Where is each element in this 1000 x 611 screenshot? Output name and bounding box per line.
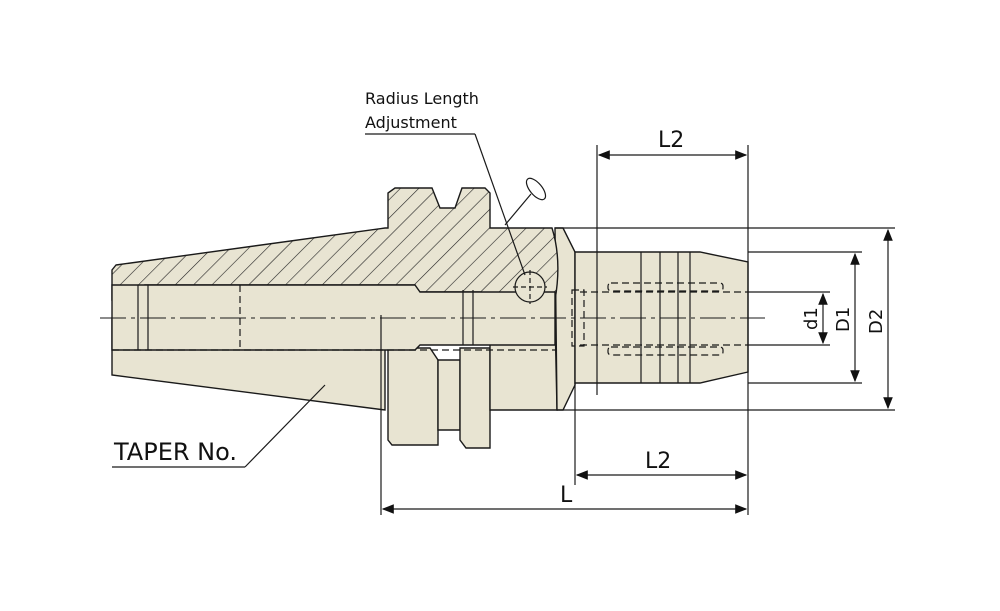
surface-finish-symbol [525,177,547,201]
l2-top-label: L2 [658,128,684,153]
l-label: L [560,483,573,508]
l2-bottom-label: L2 [645,449,671,474]
hatched-section [111,187,559,301]
radius-label-line2: Adjustment [365,113,457,132]
flange-lower-3 [459,347,491,449]
flange-lower [387,347,439,446]
radius-label-line1: Radius Length [365,89,479,108]
d1-label: d1 [801,307,822,330]
D2-label: D2 [866,309,887,334]
taper-label: TAPER No. [113,438,237,466]
flange-lower-2 [437,359,461,431]
D1-label: D1 [833,307,854,332]
